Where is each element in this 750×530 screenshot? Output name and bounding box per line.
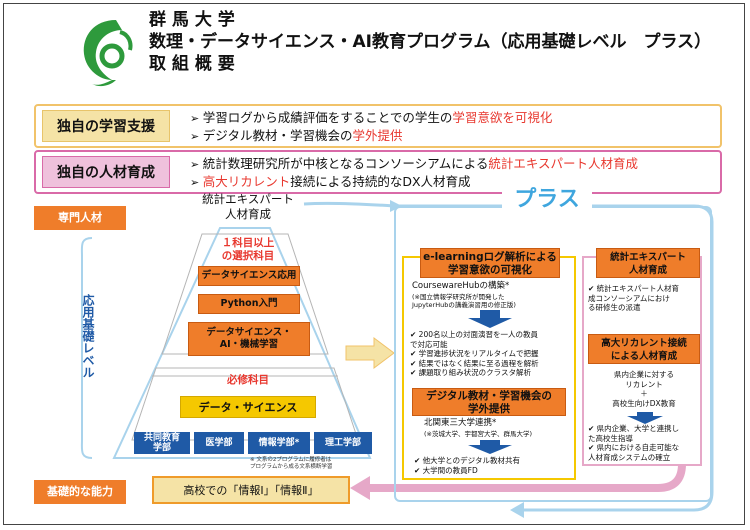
highschool-course: 高校での「情報Ⅰ」「情報Ⅱ」 [152,476,350,504]
feature-bullet: 学習ログから成績評価をすることでの学生の学習意欲を可視化 [190,109,553,127]
panel-head-digital: デジタル教材・学習機会の 学外提供 [412,388,566,416]
dept-informatics: 情報学部* [248,432,310,454]
arrow-down-icon [468,310,512,328]
required-course: データ・サイエンス [180,396,316,418]
list-item: 学習進捗状況をリアルタイムで把握 [410,349,576,359]
tier-python: Python入門 [198,294,300,314]
bullet-highlight: 高大リカレント [202,174,291,189]
arrow-right-icon [345,337,395,369]
feature-label: 独自の学習支援 [42,110,170,142]
bullet-highlight: 学外提供 [352,128,403,143]
header-line1: 群 馬 大 学 [149,10,235,30]
feature-bullet: デジタル教材・学習機会の学外提供 [190,127,552,145]
p1-list: 200名以上の対面演習を一人の教員 で対応可能 学習進捗状況をリアルタイムで把握… [410,330,576,378]
bullet-highlight: 統計エキスパート人材育成 [488,156,638,171]
slide: 群 馬 大 学 数理・データサイエンス・AI教育プログラム（応用基礎レベル プラ… [3,3,745,525]
page-title: 数理・データサイエンス・AI教育プログラム（応用基礎レベル プラス） [149,32,712,52]
panel-head-recurrent: 高大リカレント接続 による人材育成 [588,334,700,364]
list-item: 課題取り組み状況のクラスタ解析 [410,368,576,378]
dept-medicine: 医学部 [194,432,244,454]
list-item: 200名以上の対面演習を一人の教員 で対応可能 [410,330,576,349]
three-uni-text: 北関東三大学連携* [424,418,497,428]
footnote: ※ 文系の2プログラムに履修者は プログラムから成る文系横断学習 [250,457,333,470]
panel-head-stat-expert: 統計エキスパート 人材育成 [596,248,700,278]
required-label: 必修科目 [227,374,269,386]
bullet-text: 統計数理研究所が中核となるコンソーシアムによる [202,156,489,171]
specialist-label: 専門人材 [34,206,126,230]
arrow-down-icon [468,440,512,454]
bullet-text: 接続による持続的なDX人材育成 [290,174,471,189]
list-item: 統計エキスパート人材育 成コンソーシアムにおけ る研修生の派遣 [588,284,700,313]
feature-bullet: 高大リカレント接続による持続的なDX人材育成 [190,173,638,191]
feature-label: 独自の人材育成 [42,156,170,188]
bullet-text: デジタル教材・学習機会の [202,128,353,143]
list-item: 結果ではなく結果に至る過程を解析 [410,359,576,369]
dept-cooperative-education: 共同教育 学部 [134,432,190,454]
coursewarehub-note: (※国立情報学研究所が開発した JupyterHubの講義演習用の修正版) [412,293,516,309]
elective-label: １科目以上 の選択科目 [221,237,275,262]
list-item: 大学間の教員FD [414,466,574,476]
r1-list: 統計エキスパート人材育 成コンソーシアムにおけ る研修生の派遣 [588,284,700,313]
header-line3: 取 組 概 要 [149,54,235,74]
level-vertical-label: 応用基礎レベル [81,294,95,378]
p2-list: 他大学とのデジタル教材共有 大学間の教員FD [414,456,574,475]
bullet-highlight: 学習意欲を可視化 [452,110,553,125]
r2-list: 県内企業、大学と連携し た高校生指導 県内における自走可能な 人材育成システムの… [588,424,700,462]
feature-bullets: 学習ログから成績評価をすることでの学生の学習意欲を可視化 デジタル教材・学習機会… [190,109,553,145]
basic-ability-label: 基礎的な能力 [34,480,126,504]
list-item: 県内企業、大学と連携し た高校生指導 [588,424,700,443]
feature-band-learning-support: 独自の学習支援 学習ログから成績評価をすることでの学生の学習意欲を可視化 デジタ… [34,104,722,148]
feature-bullet: 統計数理研究所が中核となるコンソーシアムによる統計エキスパート人材育成 [190,155,638,173]
feature-bullets: 統計数理研究所が中核となるコンソーシアムによる統計エキスパート人材育成 高大リカ… [190,155,638,191]
three-uni-note: (※茨城大学、宇都宮大学、群馬大学) [424,430,533,438]
arrow-down-icon [627,412,663,424]
tier-ds-ai-ml: データサイエンス・ AI・機械学習 [188,322,310,356]
list-item: 他大学とのデジタル教材共有 [414,456,574,466]
bullet-text: 学習ログから成績評価をすることでの学生の [202,110,453,125]
level-bracket [80,237,93,459]
coursewarehub-text: CoursewareHubの構築* [412,281,510,291]
plus-title: プラス [502,186,592,214]
tier-ds-applied: データサイエンス応用 [198,266,300,286]
recurrent-text: 県内企業に対する リカレント ＋ 高校生向けDX教育 [612,370,676,408]
list-item: 県内における自走可能な 人材育成システムの確立 [588,443,700,462]
panel-head-elearning: e-learningログ解析による 学習意欲の可視化 [420,248,560,278]
feature-band-talent-development: 独自の人材育成 統計数理研究所が中核となるコンソーシアムによる統計エキスパート人… [34,150,722,194]
university-logo-icon [83,20,133,87]
stat-expert-label: 統計エキスパート 人材育成 [202,192,294,221]
dept-science-engineering: 理工学部 [314,432,372,454]
